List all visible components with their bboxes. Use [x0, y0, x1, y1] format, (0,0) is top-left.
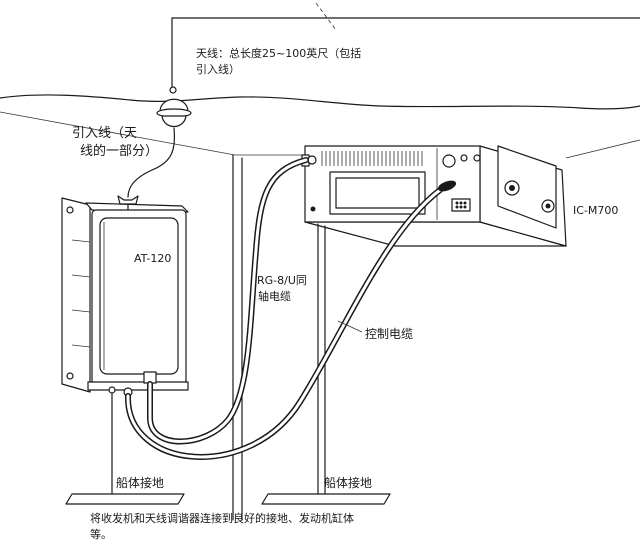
tuner-front-panel — [99, 217, 179, 375]
lead-in-label-line1: 引入线（天 — [72, 126, 137, 141]
deck-underside — [0, 111, 305, 156]
bracket-knob-right-center — [545, 203, 551, 209]
flange-rib — [71, 309, 91, 313]
transceiver-mount-bracket — [497, 145, 557, 229]
deck-surface — [0, 94, 640, 110]
note-line2: 等。 — [90, 527, 112, 541]
wing-nut-icon — [117, 195, 139, 205]
ground-label-left: 船体接地 — [116, 475, 164, 490]
keypad-key — [455, 201, 459, 205]
ground-lug — [310, 206, 316, 212]
speaker-grille — [321, 151, 423, 166]
flange-hole-bottom — [66, 372, 74, 380]
flange-hole-top — [66, 206, 74, 214]
antenna-break-mark — [315, 2, 337, 31]
control-cable-label: 控制电缆 — [365, 327, 413, 341]
main-knob — [442, 154, 456, 168]
tuner-mounting-flange — [61, 197, 91, 393]
tuner-ground-terminal — [108, 386, 116, 394]
ground-plate-right — [261, 493, 391, 505]
ground-plate-left — [65, 493, 185, 505]
display-window-inner — [335, 177, 420, 209]
keypad-key — [459, 201, 463, 205]
tuner-bottom-rim — [87, 381, 189, 391]
antenna-label-line1: 天线：总长度25~100英尺（包括 — [196, 46, 361, 60]
small-knob-1 — [460, 154, 468, 162]
bracket-knob-left-center — [509, 185, 515, 191]
transceiver-label: IC-M700 — [573, 204, 618, 217]
flange-rib — [71, 274, 91, 278]
antenna-connector — [307, 155, 317, 165]
flange-rib — [71, 344, 91, 348]
keypad-key — [455, 205, 459, 209]
coax-label-line1: RG-8/U同 — [257, 274, 307, 287]
feedthrough-body — [161, 115, 187, 128]
control-cable-core — [126, 188, 442, 459]
lead-in-label-line2: 线的一部分） — [80, 143, 158, 159]
control-cable-plug — [437, 180, 457, 192]
antenna-label-line2: 引入线） — [196, 62, 240, 76]
keypad-key — [459, 205, 463, 209]
lead-in-wire — [127, 127, 176, 198]
keypad-key — [463, 205, 467, 209]
control-cable-leader — [337, 320, 363, 333]
keypad-key — [463, 201, 467, 205]
feedthrough-top — [169, 86, 177, 94]
coax-cable-core — [148, 158, 308, 443]
coax-label-line2: 轴电缆 — [258, 289, 291, 303]
flange-rib — [71, 239, 91, 243]
keypad — [451, 198, 471, 212]
tuner-label: AT-120 — [134, 252, 171, 265]
small-knob-2 — [473, 154, 481, 162]
deck-underside-right — [565, 139, 640, 159]
note-line1: 将收发机和天线调谐器连接到良好的接地、发动机缸体 — [90, 511, 354, 525]
ground-label-right: 船体接地 — [324, 475, 372, 490]
